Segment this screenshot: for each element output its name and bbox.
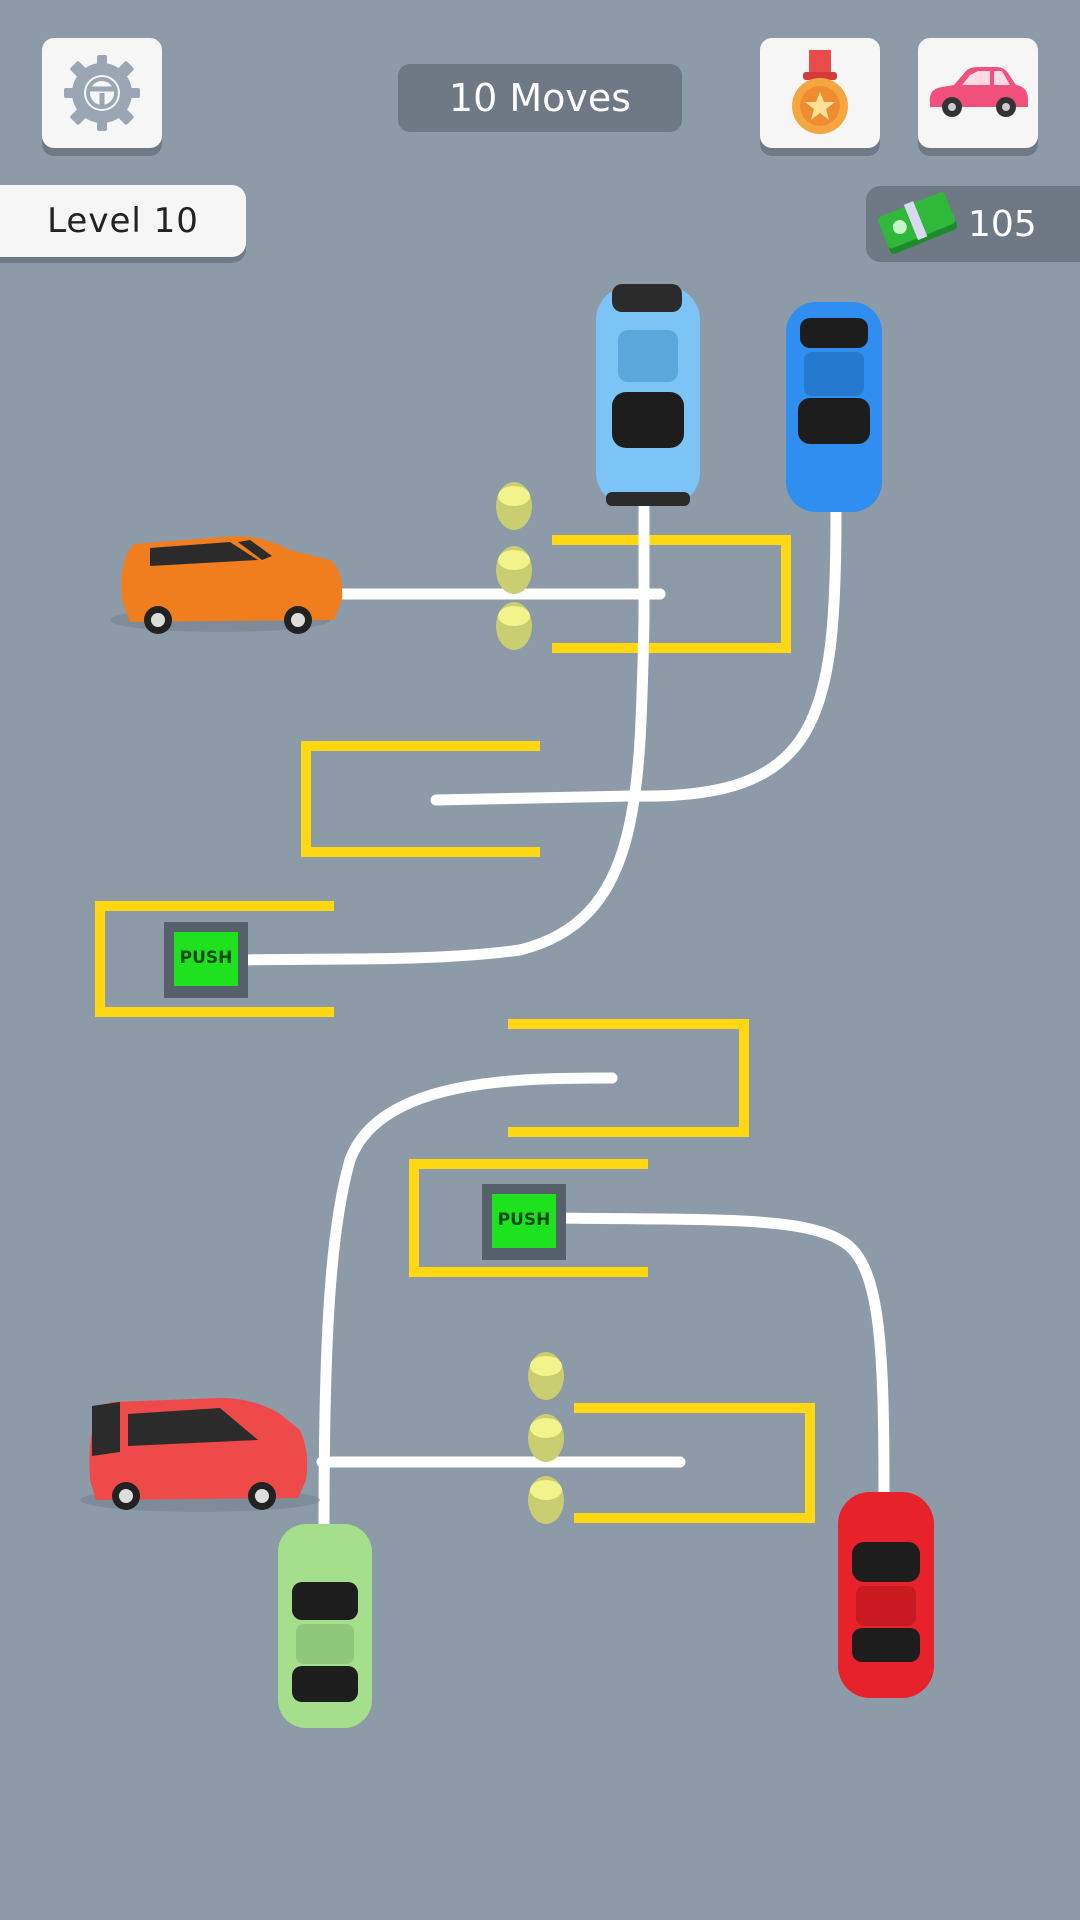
parking-spot [574,1403,815,1523]
level-indicator: Level 10 [0,185,246,257]
drive-path [430,506,842,806]
medal-icon [792,50,848,134]
cash-value: 105 [968,203,1037,245]
bollards-top [496,482,532,650]
parking-spot [508,1019,749,1137]
push-button-top[interactable]: PUSH [164,922,248,998]
car-icon [929,67,1028,117]
orange-car[interactable] [110,536,343,634]
steering-wheel-icon [64,55,140,131]
push-button-label: PUSH [498,1210,551,1230]
push-button-bottom[interactable]: PUSH [482,1184,566,1260]
cash-display: 105 [866,186,1080,262]
red-car-left[interactable] [80,1398,320,1512]
settings-button[interactable] [42,38,162,148]
light-green-car[interactable] [278,1524,372,1728]
parking-spot [552,535,791,653]
drive-path [318,1072,618,1532]
cash-icon [877,192,958,254]
moves-counter: 10 Moves [398,64,682,132]
parking-spot [95,901,334,1017]
push-button-label: PUSH [180,948,233,968]
drive-path [238,502,650,966]
light-blue-car[interactable] [596,284,700,506]
garage-button[interactable] [918,38,1038,148]
parking-spot [301,741,540,857]
bollards-bottom [528,1352,564,1524]
blue-car[interactable] [786,302,882,512]
parking-spot [409,1159,648,1277]
achievements-button[interactable] [760,38,880,148]
drive-path [550,1212,890,1502]
red-car-right[interactable] [838,1492,934,1698]
